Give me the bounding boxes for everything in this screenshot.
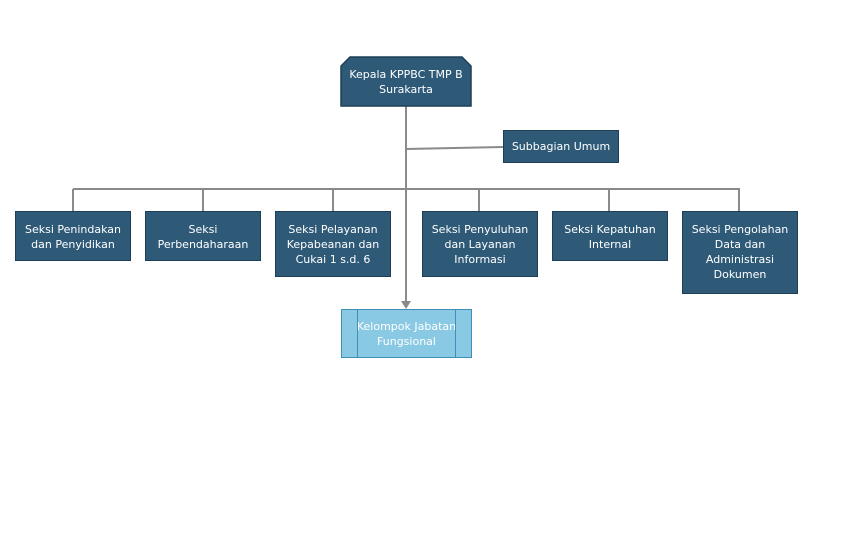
seksi-penindakan-node[interactable]: Seksi Penindakan dan Penyidikan xyxy=(15,211,131,261)
seksi-kepatuhan-node[interactable]: Seksi Kepatuhan Internal xyxy=(552,211,668,261)
connector-umum xyxy=(405,146,504,150)
kelompok-jabatan-fungsional-node[interactable]: Kelompok Jabatan Fungsional xyxy=(341,309,472,358)
seksi-pelayanan-node[interactable]: Seksi Pelayanan Kepabeanan dan Cukai 1 s… xyxy=(275,211,391,277)
seksi-pengolahan-node[interactable]: Seksi Pengolahan Data dan Administrasi D… xyxy=(682,211,798,294)
head-box-shape xyxy=(340,56,472,107)
seksi-penyuluhan-node[interactable]: Seksi Penyuluhan dan Layanan Informasi xyxy=(422,211,538,277)
fungsional-label: Kelompok Jabatan Fungsional xyxy=(356,319,457,348)
right-divider xyxy=(455,310,456,357)
arrow-head-icon xyxy=(401,301,411,309)
subbagian-umum-node[interactable]: Subbagian Umum xyxy=(503,130,619,163)
left-divider xyxy=(357,310,358,357)
head-node[interactable]: Kepala KPPBC TMP B Surakarta xyxy=(349,67,463,96)
seksi-perbendaharaan-node[interactable]: Seksi Perbendaharaan xyxy=(145,211,261,261)
